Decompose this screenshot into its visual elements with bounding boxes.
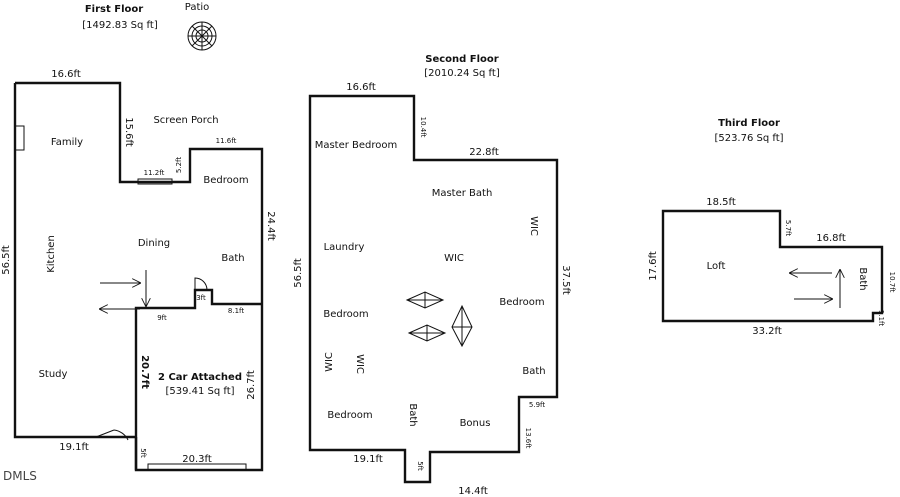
dim-small: 1.1ft [877,310,885,326]
room-wic-b: WIC [354,354,365,374]
room-laundry: Laundry [324,242,365,253]
room-garage: 2 Car Attached [158,372,242,383]
dim-notch: 10.4ft [419,117,427,138]
room-bath: Bath [857,267,868,290]
first-floor: First Floor [1492.83 Sq ft] Patio [1,2,276,472]
garage-area: [539.41 Sq ft] [165,386,234,397]
dim-right-height: 24.4ft [265,211,276,241]
room-wic-right: WIC [528,216,539,236]
dim-bottom: 33.2ft [752,326,782,337]
dim-right: 10.7ft [888,272,896,293]
room-bedroom: Bedroom [203,175,248,186]
room-wic-a: WIC [324,352,335,372]
dim-bottom-left: 19.1ft [353,454,383,465]
stairs-arrows-icon [100,270,146,309]
dim-step: 5.7ft [784,220,792,236]
first-floor-area: [1492.83 Sq ft] [82,20,158,31]
dim-right: 37.5ft [560,265,571,295]
patio-icon [187,21,217,51]
first-floor-title: First Floor [85,4,143,15]
room-study: Study [39,369,68,380]
room-loft: Loft [707,261,726,272]
watermark: DMLS [3,469,37,483]
dim-bedroom-width: 11.6ft [216,137,237,145]
door-swing-icon [95,429,129,441]
dim-garage-bottom: 20.3ft [182,454,212,465]
room-family: Family [51,137,83,148]
dim-bottom: 19.1ft [59,442,89,453]
second-floor-area: [2010.24 Sq ft] [424,68,500,79]
dim-bottom: 14.4ft [458,486,488,497]
door-swing-icon [194,277,208,291]
room-bath-bottom: Bath [407,403,418,426]
dim-right-top: 22.8ft [469,147,499,158]
dim-right-top: 16.8ft [816,233,846,244]
dim-step-height: 13.6ft [524,428,532,449]
third-floor-area: [523.76 Sq ft] [714,133,783,144]
dim-left-height: 56.5ft [1,245,12,275]
dim-step-width: 5.9ft [529,401,545,409]
room-dining: Dining [138,238,170,249]
dim-porch-width: 11.2ft [144,169,165,177]
room-screen-porch: Screen Porch [153,115,218,126]
room-bath-right: Bath [522,366,545,377]
dim-garage-right: 26.7ft [246,370,257,400]
dim-notch-width: 9ft [157,314,167,322]
dim-top: 18.5ft [706,197,736,208]
third-floor-walls [661,209,884,323]
room-bedroom-bottom: Bedroom [327,410,372,421]
dim-garage-left: 20.7ft [139,355,150,389]
dim-left: 56.5ft [293,258,304,288]
dim-garage-small: 5ft [139,448,147,458]
first-floor-walls [13,81,264,472]
room-master-bath: Master Bath [432,188,493,199]
room-master-bedroom: Master Bedroom [315,140,398,151]
dim-left: 17.6ft [648,251,659,281]
dim-notch-small: 3ft [196,294,206,302]
stairs-arrows-icon [790,270,840,308]
patio-label: Patio [185,2,210,13]
room-bedroom-right: Bedroom [499,297,544,308]
room-bath: Bath [221,253,244,264]
dim-porch-small: 5.2ft [175,157,183,173]
second-floor-walls [308,94,559,484]
room-wic-center: WIC [444,253,464,264]
third-floor: Third Floor [523.76 Sq ft] Loft Bath 18.… [648,118,896,337]
room-bedroom-left: Bedroom [323,309,368,320]
dim-top: 16.6ft [346,82,376,93]
dim-notch-right: 8.1ft [228,307,244,315]
room-bonus: Bonus [460,418,491,429]
dim-porch-height: 15.6ft [123,117,134,147]
room-kitchen: Kitchen [46,235,57,273]
second-floor-title: Second Floor [425,54,499,65]
dim-top: 16.6ft [51,69,81,80]
dim-bottom-small: 5ft [416,461,424,471]
second-floor: Second Floor [2010.24 Sq ft] Master Bedr… [293,54,571,497]
third-floor-title: Third Floor [718,118,780,129]
stairs-arrows-icon [405,291,473,348]
